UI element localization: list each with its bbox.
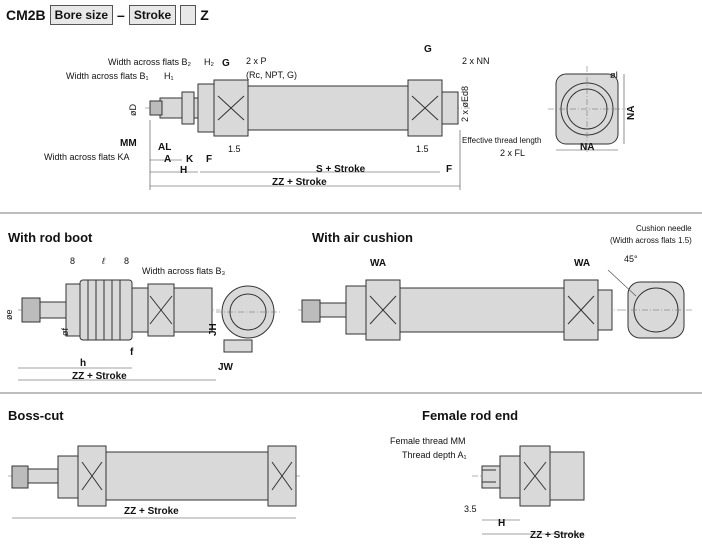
label-wf-b3: Width across flats B₃ bbox=[142, 266, 226, 276]
section-divider-top bbox=[0, 212, 702, 214]
label-cushion-needle-wf: (Width across flats 1.5) bbox=[610, 236, 692, 245]
label-h: H bbox=[180, 165, 188, 176]
section-title-boss-cut: Boss-cut bbox=[8, 408, 64, 423]
label-zz-female: ZZ + Stroke bbox=[530, 530, 585, 541]
label-zz-boot: ZZ + Stroke bbox=[72, 371, 127, 382]
label-h2: H₂ bbox=[204, 57, 214, 67]
label-h1: H₁ bbox=[164, 71, 174, 81]
label-thread-depth: Thread depth A₁ bbox=[402, 450, 467, 460]
section-title-air-cushion: With air cushion bbox=[312, 230, 413, 245]
boss-cut-drawing bbox=[8, 445, 300, 519]
label-wa-right: WA bbox=[574, 258, 591, 269]
label-mm: MM bbox=[120, 138, 137, 149]
suffix-z: Z bbox=[200, 7, 209, 23]
stroke-box: Stroke bbox=[128, 5, 177, 25]
label-phi-e: øe bbox=[4, 309, 14, 320]
label-l: ℓ bbox=[102, 256, 105, 266]
label-h-boot: h bbox=[80, 358, 87, 369]
label-k: K bbox=[186, 154, 194, 165]
section-title-female-rod-end: Female rod end bbox=[422, 408, 519, 423]
label-f-left: F bbox=[206, 154, 213, 165]
label-g-right: G bbox=[424, 44, 432, 55]
model-code: CM2B bbox=[6, 7, 46, 23]
label-zz-stroke: ZZ + Stroke bbox=[272, 177, 327, 188]
label-2xp: 2 x P bbox=[246, 56, 267, 66]
label-a: A bbox=[164, 154, 172, 165]
label-f-right: F bbox=[446, 164, 453, 175]
label-1-5-left: 1.5 bbox=[228, 144, 241, 154]
label-al: AL bbox=[158, 142, 172, 153]
label-zz-boss: ZZ + Stroke bbox=[124, 506, 179, 517]
label-phi-i: øI bbox=[610, 70, 618, 80]
label-g-left: G bbox=[222, 58, 230, 69]
main-cylinder-drawing bbox=[145, 79, 470, 190]
label-2x-phi-e: 2 x øEd8 bbox=[460, 85, 470, 122]
label-wf-ka: Width across flats KA bbox=[44, 152, 130, 162]
label-na-vertical: NA bbox=[626, 105, 637, 120]
label-3-5: 3.5 bbox=[464, 504, 477, 514]
blank-box bbox=[180, 5, 197, 25]
label-wf-b2: Width across flats B₂ bbox=[108, 57, 192, 67]
section-divider-bottom bbox=[0, 392, 702, 394]
dash: – bbox=[117, 7, 125, 23]
label-phi-f: øf bbox=[60, 328, 70, 336]
female-rod-end-drawing bbox=[472, 445, 585, 535]
section-title-rod-boot: With rod boot bbox=[8, 230, 93, 245]
label-8-b: 8 bbox=[124, 256, 130, 266]
bore-size-box: Bore size bbox=[49, 5, 114, 25]
label-2xfl: 2 x FL bbox=[500, 148, 526, 158]
air-cushion-drawing bbox=[298, 269, 692, 341]
main-end-view bbox=[548, 66, 626, 152]
label-1-5-right: 1.5 bbox=[416, 144, 429, 154]
label-wa-left: WA bbox=[370, 258, 387, 269]
label-female-thread: Female thread MM bbox=[390, 436, 466, 446]
label-jw: JW bbox=[218, 362, 233, 373]
label-rc: (Rc, NPT, G) bbox=[246, 70, 297, 80]
label-effective-thread: Effective thread length bbox=[462, 136, 542, 145]
label-phi-d: øD bbox=[128, 104, 138, 116]
model-code-header: CM2B Bore size – Stroke Z bbox=[6, 4, 209, 26]
label-8-a: 8 bbox=[70, 256, 76, 266]
label-f-boot: f bbox=[130, 347, 134, 358]
label-jh: JH bbox=[208, 323, 219, 336]
label-s-stroke: S + Stroke bbox=[316, 164, 366, 175]
label-na-horizontal: NA bbox=[580, 142, 595, 153]
label-2xnn: 2 x NN bbox=[462, 56, 490, 66]
label-wf-b1: Width across flats B₁ bbox=[66, 71, 149, 81]
rod-boot-drawing bbox=[18, 279, 280, 381]
label-angle-45: 45° bbox=[624, 254, 638, 264]
label-cushion-needle: Cushion needle bbox=[636, 224, 692, 233]
label-h-female: H bbox=[498, 518, 506, 529]
